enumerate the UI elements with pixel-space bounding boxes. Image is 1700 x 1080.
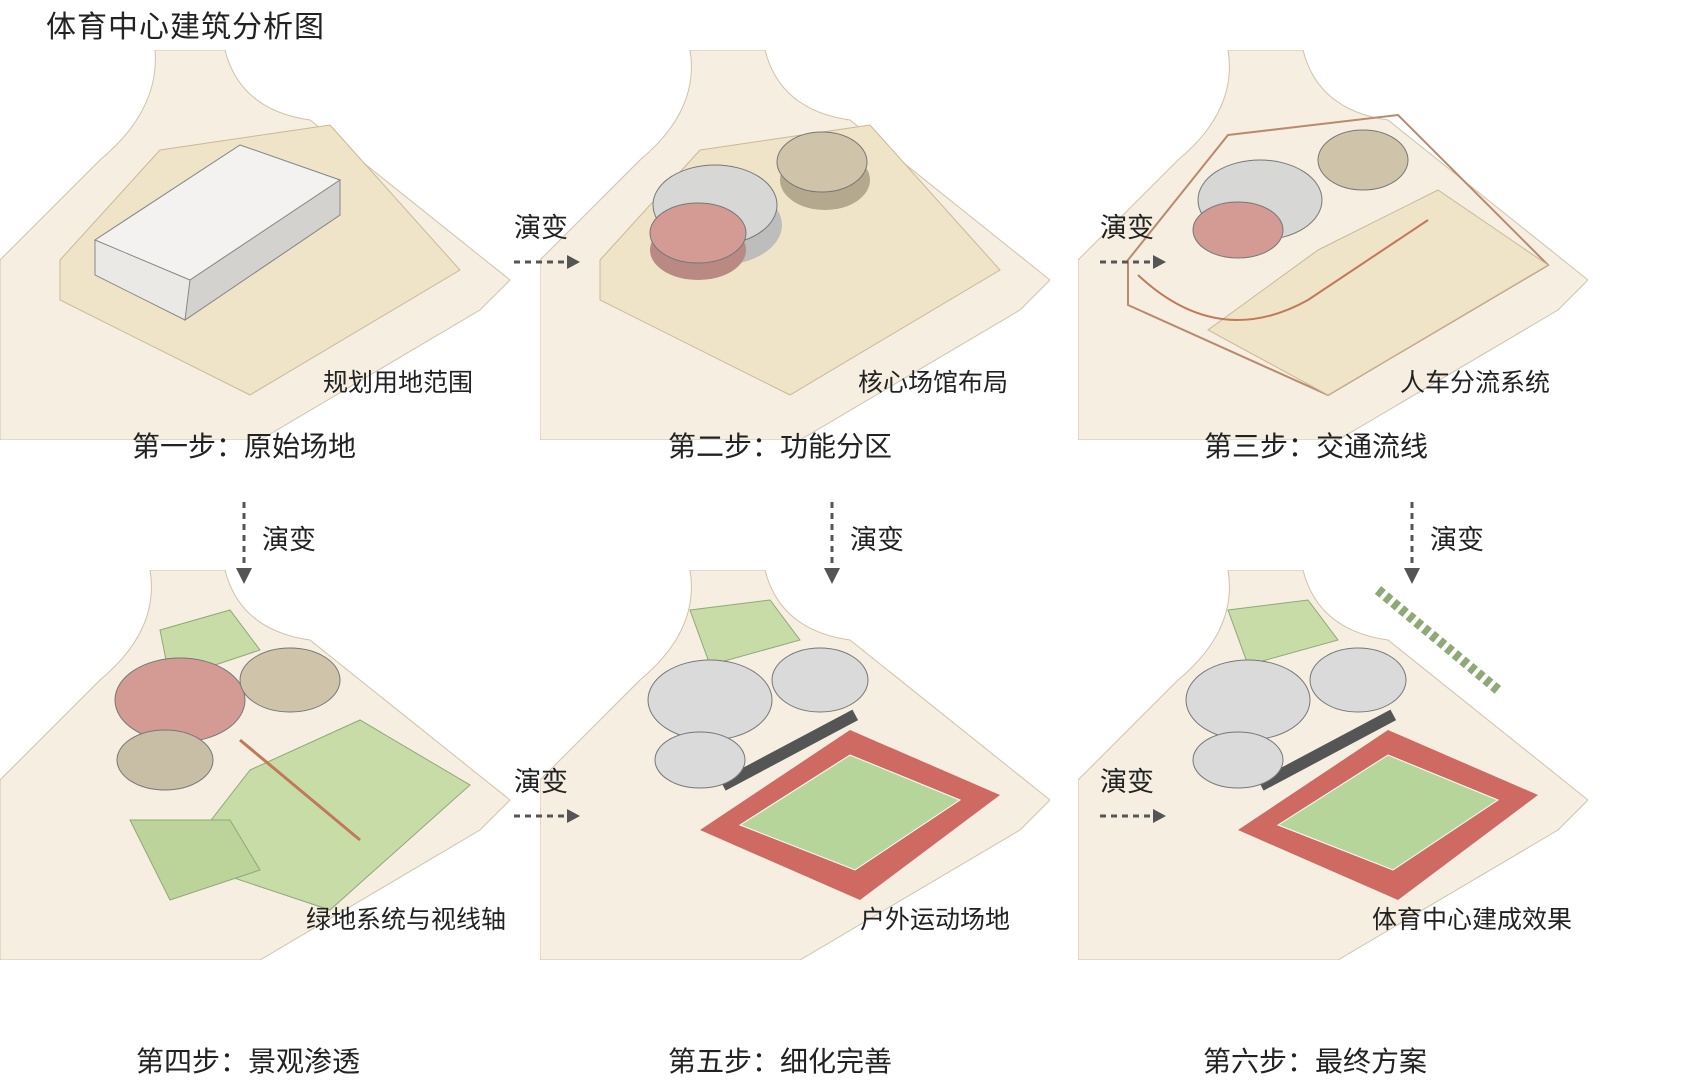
evolution-label: 演变 <box>850 525 904 556</box>
evolution-label: 演变 <box>1100 767 1154 798</box>
panel-original-site: 规划用地范围 <box>0 50 510 440</box>
evolution-arrow: 演变 <box>1098 206 1168 286</box>
evolution-arrow: 演变 <box>232 500 352 590</box>
evolution-arrow: 演变 <box>512 760 582 840</box>
panel-landscape: 绿地系统与视线轴 <box>0 570 510 960</box>
page-title: 体育中心建筑分析图 <box>46 10 325 45</box>
dashed-arrow-right-icon <box>514 809 580 823</box>
site-drawing <box>0 50 510 440</box>
panel-caption: 核心场馆布局 <box>858 368 1009 397</box>
step-label: 第四步：景观渗透 <box>136 1045 361 1078</box>
evolution-label: 演变 <box>262 525 316 556</box>
site-drawing <box>0 570 510 960</box>
panel-functional-zoning: 核心场馆布局 <box>540 50 1050 440</box>
panel-caption: 人车分流系统 <box>1400 368 1551 397</box>
panel-traffic-flow: 人车分流系统 <box>1078 50 1588 440</box>
dashed-arrow-right-icon <box>1100 809 1166 823</box>
panel-caption: 体育中心建成效果 <box>1372 905 1573 934</box>
evolution-arrow: 演变 <box>1098 760 1168 840</box>
evolution-label: 演变 <box>514 213 568 244</box>
panel-final-scheme: 体育中心建成效果 <box>1078 570 1588 960</box>
site-drawing <box>540 50 1050 440</box>
dashed-arrow-right-icon <box>514 255 580 269</box>
step-label: 第二步：功能分区 <box>668 430 893 463</box>
dashed-arrow-down-icon <box>824 502 840 584</box>
evolution-label: 演变 <box>514 767 568 798</box>
site-drawing <box>540 570 1050 960</box>
step-label: 第三步：交通流线 <box>1204 430 1429 463</box>
evolution-label: 演变 <box>1100 213 1154 244</box>
step-label: 第一步：原始场地 <box>132 430 357 463</box>
step-label: 第六步：最终方案 <box>1203 1045 1428 1078</box>
dashed-arrow-right-icon <box>1100 255 1166 269</box>
dashed-arrow-down-icon <box>236 502 252 584</box>
evolution-label: 演变 <box>1430 525 1484 556</box>
site-drawing <box>1078 50 1588 440</box>
panel-outdoor-sports: 户外运动场地 <box>540 570 1050 960</box>
evolution-arrow: 演变 <box>820 500 940 590</box>
panel-caption: 规划用地范围 <box>323 368 474 397</box>
evolution-arrow: 演变 <box>1400 500 1520 590</box>
panel-caption: 绿地系统与视线轴 <box>306 905 507 934</box>
panel-caption: 户外运动场地 <box>860 905 1011 934</box>
site-drawing <box>1078 570 1588 960</box>
step-label: 第五步：细化完善 <box>668 1045 893 1078</box>
evolution-arrow: 演变 <box>512 206 582 286</box>
dashed-arrow-down-icon <box>1404 502 1420 584</box>
